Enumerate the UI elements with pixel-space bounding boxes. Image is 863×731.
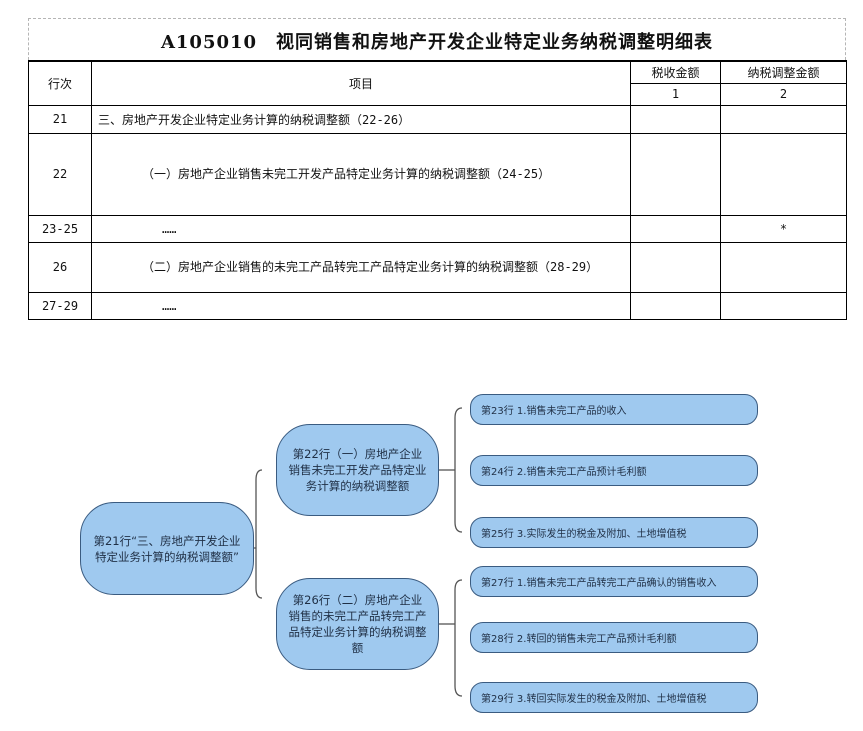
- mindmap-branch-line26: 第26行（二）房地产企业销售的未完工产品转完工产品特定业务计算的纳税调整额: [276, 578, 439, 670]
- mindmap-leaf-line25: 第25行 3.实际发生的税金及附加、土地增值税: [470, 517, 758, 548]
- connector-branch2-leaves: [454, 579, 463, 697]
- row-item: （一）房地产企业销售未完工开发产品特定业务计算的纳税调整额（24-25）: [91, 132, 631, 216]
- row-number: 21: [28, 104, 92, 134]
- mindmap-leaf-line24: 第24行 2.销售未完工产品预计毛利额: [470, 455, 758, 486]
- mindmap-root-node: 第21行“三、房地产开发企业特定业务计算的纳税调整额”: [80, 502, 254, 595]
- row-item: ……: [91, 214, 631, 243]
- row-tax-amount: [630, 104, 721, 134]
- row-item: ……: [91, 291, 631, 320]
- row-item: （二）房地产企业销售的未完工产品转完工产品特定业务计算的纳税调整额（28-29）: [91, 241, 631, 293]
- row-number: 22: [28, 132, 92, 216]
- header-row-no: 行次: [28, 60, 92, 106]
- mindmap-leaf-line28: 第28行 2.转回的销售未完工产品预计毛利额: [470, 622, 758, 653]
- table-row: 26 （二）房地产企业销售的未完工产品转完工产品特定业务计算的纳税调整额（28-…: [28, 241, 847, 293]
- mindmap-branch-line22: 第22行（一）房地产企业销售未完工开发产品特定业务计算的纳税调整额: [276, 424, 439, 516]
- row-adjust-amount: [720, 241, 847, 293]
- connector-root-branches: [255, 469, 263, 599]
- table-row: 21 三、房地产开发企业特定业务计算的纳税调整额（22-26）: [28, 104, 847, 134]
- tax-adjustment-table: 行次 项目 税收金额 纳税调整金额 1 2 21 三、房地产开发企业特定业务计算…: [28, 60, 847, 320]
- table-row: 22 （一）房地产企业销售未完工开发产品特定业务计算的纳税调整额（24-25）: [28, 132, 847, 216]
- mindmap-leaf-line23: 第23行 1.销售未完工产品的收入: [470, 394, 758, 425]
- row-tax-amount: [630, 214, 721, 243]
- form-title-box: A105010 视同销售和房地产开发企业特定业务纳税调整明细表: [28, 18, 846, 60]
- mindmap-leaf-line29: 第29行 3.转回实际发生的税金及附加、土地增值税: [470, 682, 758, 713]
- row-adjust-amount: *: [720, 214, 847, 243]
- row-item: 三、房地产开发企业特定业务计算的纳税调整额（22-26）: [91, 104, 631, 134]
- connector-branch1-leaves: [454, 407, 463, 533]
- mindmap-leaf-line27: 第27行 1.销售未完工产品转完工产品确认的销售收入: [470, 566, 758, 597]
- table-row: 27-29 ……: [28, 291, 847, 320]
- header-item: 项目: [91, 60, 631, 106]
- row-number: 27-29: [28, 291, 92, 320]
- row-adjust-amount: [720, 132, 847, 216]
- table-row: 23-25 …… *: [28, 214, 847, 243]
- row-tax-amount: [630, 291, 721, 320]
- row-tax-amount: [630, 241, 721, 293]
- row-adjust-amount: [720, 291, 847, 320]
- form-title: A105010 视同销售和房地产开发企业特定业务纳税调整明细表: [160, 32, 714, 53]
